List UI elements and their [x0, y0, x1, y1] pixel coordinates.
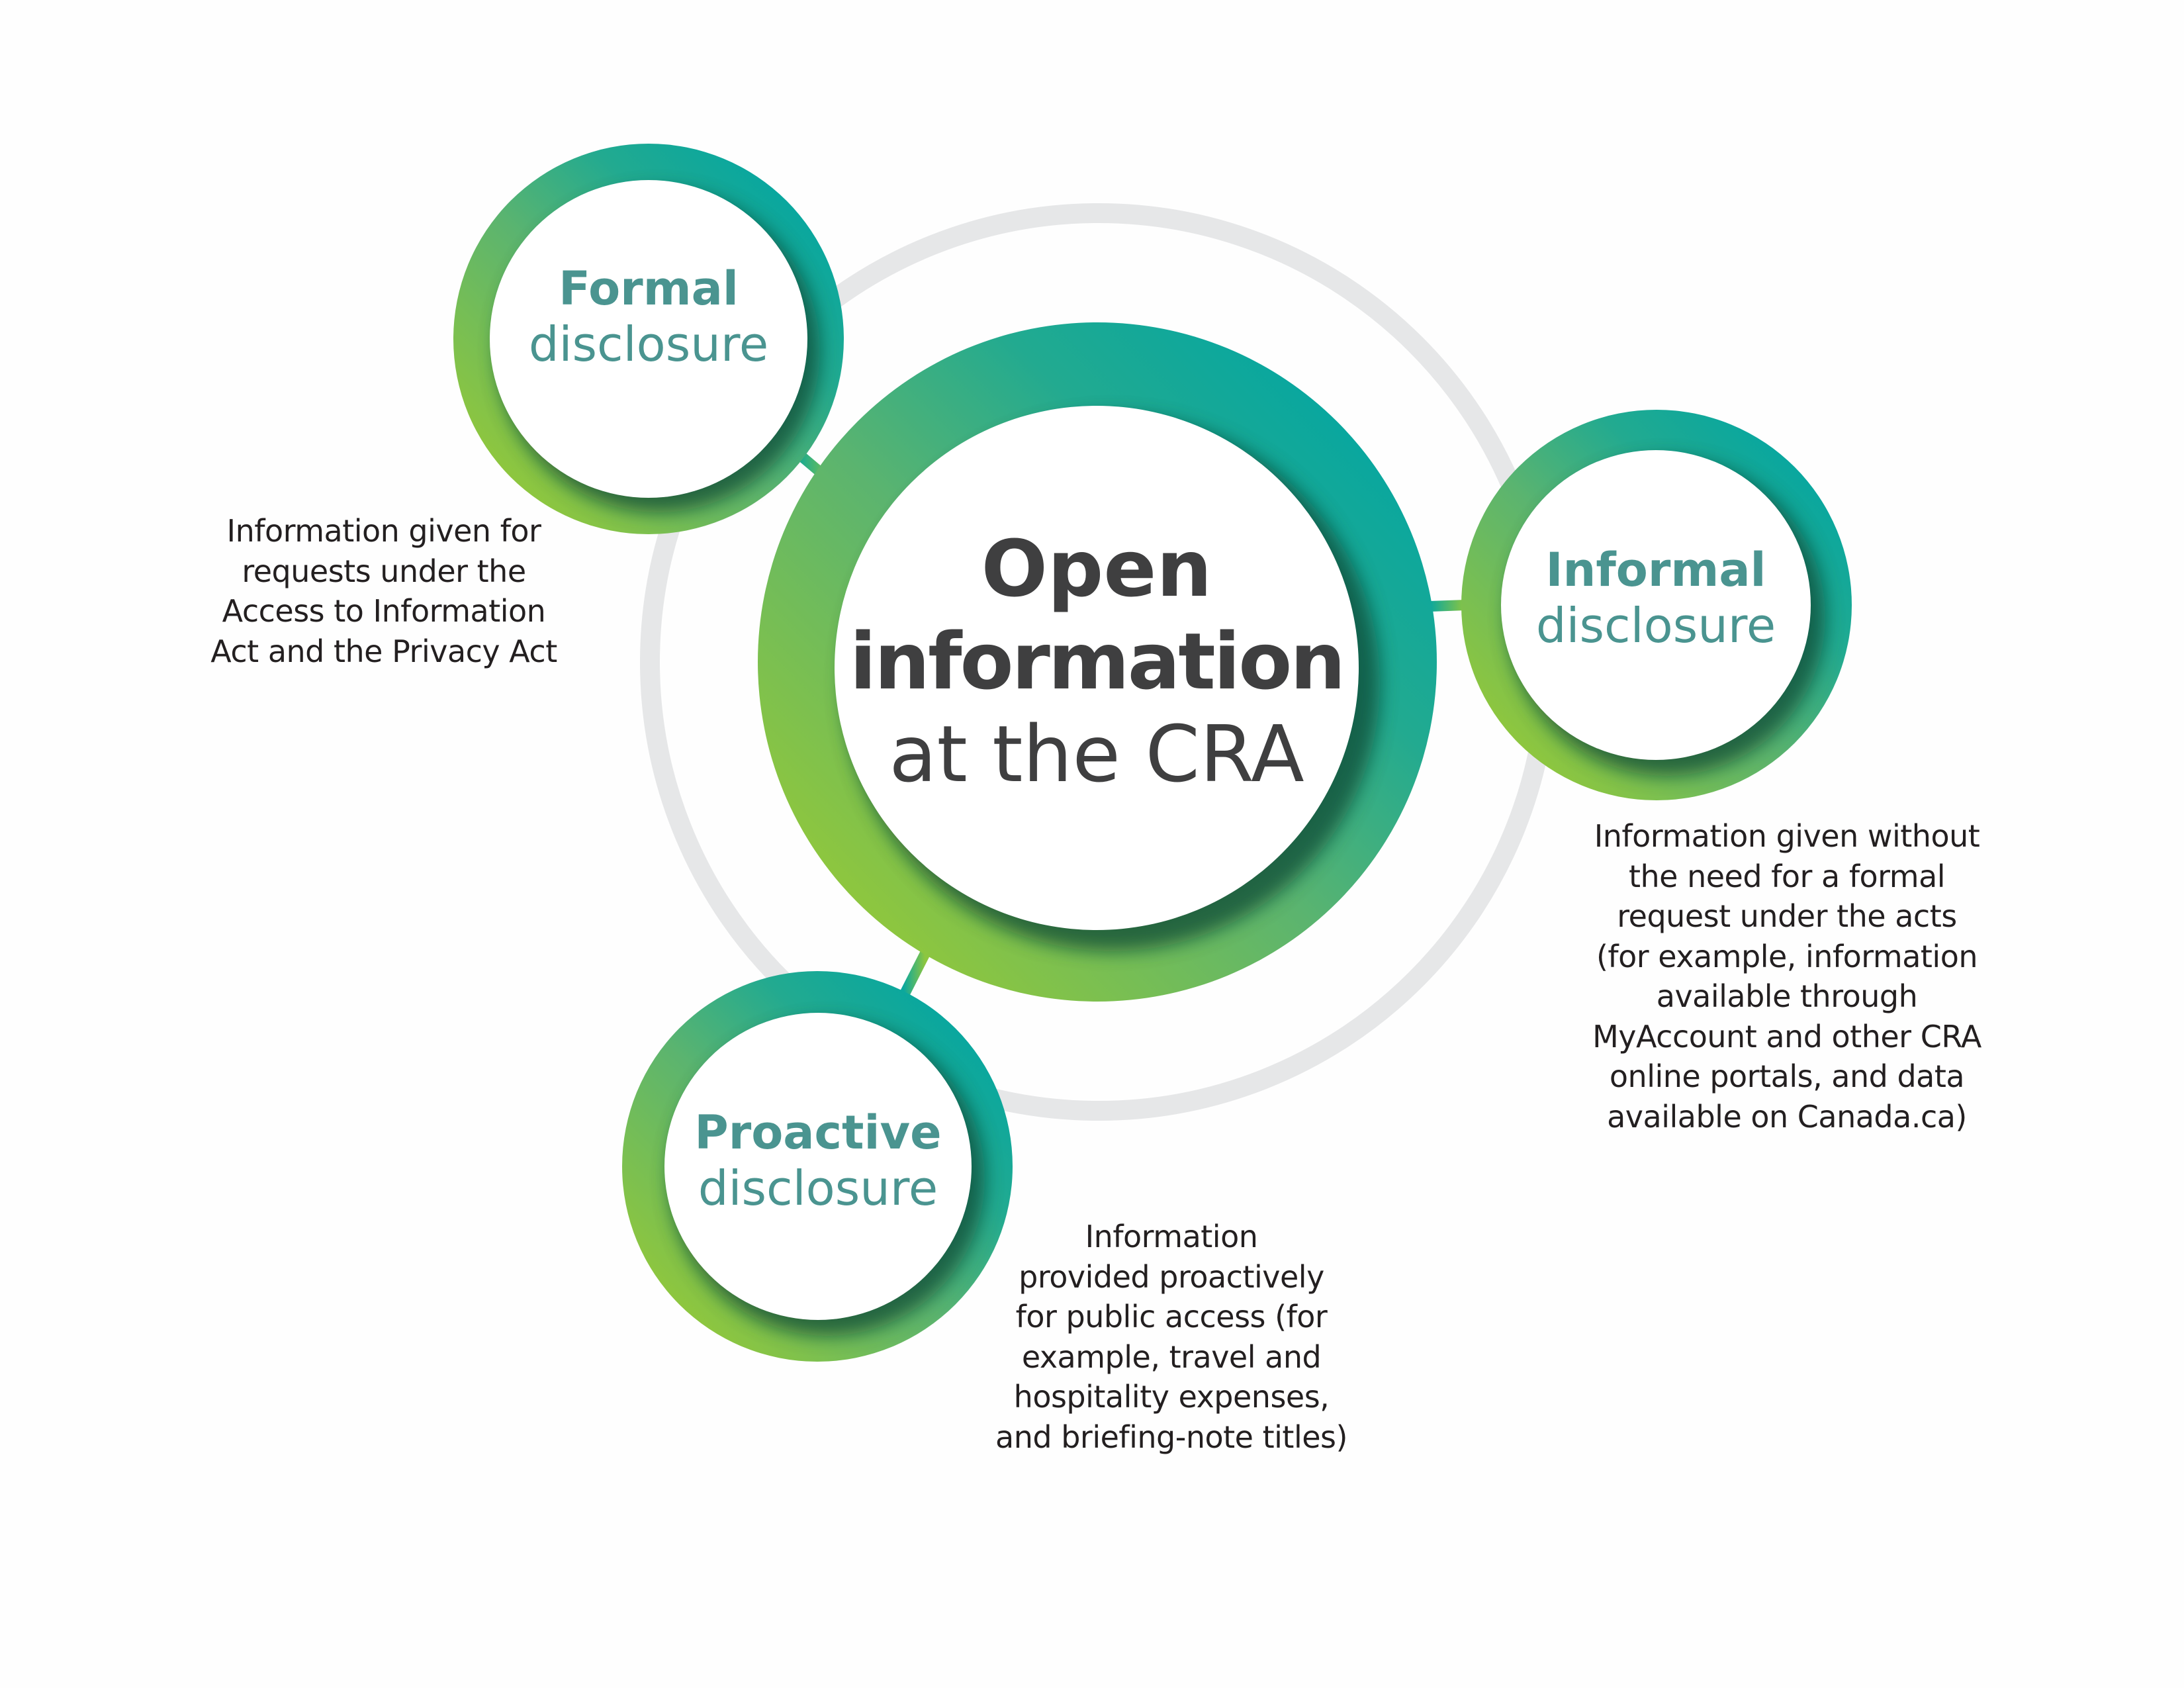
description-line: hospitality expenses, — [1013, 1379, 1330, 1415]
connector-informal — [1429, 600, 1467, 612]
description-line: MyAccount and other CRA — [1592, 1018, 1981, 1055]
node-proactive: Proactive disclosure — [622, 971, 1013, 1362]
formal-inner-circle — [490, 180, 807, 498]
description-line: provided proactively — [1019, 1258, 1324, 1295]
formal-description: Information given for requests under the… — [159, 511, 609, 671]
description-line: for public access (for — [1015, 1299, 1328, 1335]
description-line: and briefing-note titles) — [995, 1419, 1347, 1455]
center-title-line2: information — [850, 616, 1344, 707]
description-line: available through — [1656, 978, 1918, 1014]
center-inner-circle — [835, 406, 1359, 930]
proactive-description: Information provided proactively for pub… — [946, 1217, 1396, 1457]
description-line: Act and the Privacy Act — [210, 633, 557, 669]
center-title-line1: Open — [981, 523, 1212, 614]
center-title-line3: at the CRA — [889, 708, 1304, 800]
description-line: the need for a formal — [1628, 858, 1946, 894]
informal-title-bold: Informal — [1545, 543, 1766, 597]
proactive-title-bold: Proactive — [694, 1105, 941, 1160]
proactive-inner-circle — [664, 1013, 972, 1320]
formal-title-bold: Formal — [559, 261, 739, 316]
description-line: Access to Information — [222, 593, 546, 629]
description-line: Information — [1085, 1219, 1258, 1254]
description-line: available on Canada.ca) — [1607, 1098, 1967, 1135]
informal-title-light: disclosure — [1536, 598, 1776, 653]
description-line: requests under the — [242, 553, 526, 589]
formal-title-light: disclosure — [529, 316, 768, 372]
description-line: Information given for — [226, 513, 541, 549]
proactive-title-light: disclosure — [698, 1160, 938, 1216]
description-line: example, travel and — [1021, 1338, 1322, 1375]
description-line: (for example, information — [1596, 938, 1978, 974]
node-formal: Formal disclosure — [453, 144, 844, 534]
connector-proactive — [898, 951, 931, 999]
node-informal: Informal disclosure — [1461, 410, 1852, 800]
center-node: Open information at the CRA — [758, 322, 1437, 1002]
informal-description: Information given without the need for a… — [1522, 816, 2052, 1137]
informal-inner-circle — [1501, 450, 1811, 760]
description-line: online portals, and data — [1609, 1058, 1965, 1094]
description-line: request under the acts — [1617, 898, 1957, 934]
description-line: Information given without — [1594, 818, 1980, 854]
